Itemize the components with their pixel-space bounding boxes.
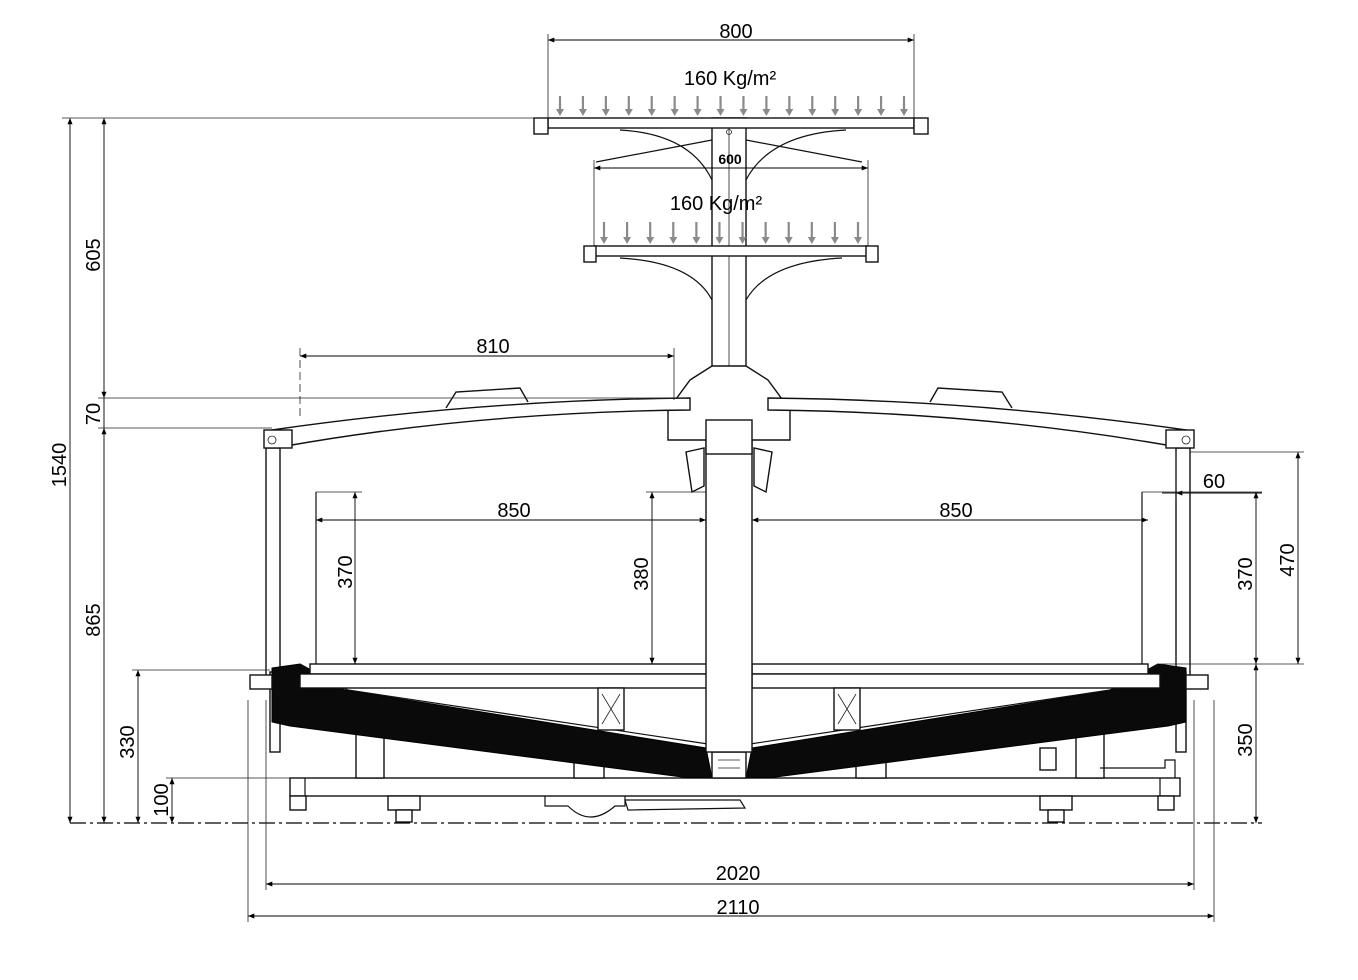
base-frame: [289, 727, 1181, 823]
load-arrow: [646, 222, 655, 244]
load-arrow: [693, 96, 702, 116]
load-arrow: [785, 96, 794, 116]
canopy-lid: [263, 387, 1195, 449]
load-arrow: [692, 222, 701, 244]
dim-inner-width: 2020: [716, 863, 761, 885]
dim-right-well-depth: 370: [1235, 557, 1257, 590]
lower-shelf: [583, 245, 879, 301]
dimension-lines: [62, 34, 1304, 922]
load-arrow: [624, 96, 633, 116]
dim-case-height: 865: [83, 603, 105, 636]
load-arrow: [600, 222, 608, 244]
dim-lower-shelf-width: 600: [718, 151, 742, 167]
load-arrow: [830, 222, 839, 244]
upper-shelf-load-arrows: [556, 96, 908, 116]
load-arrow: [578, 96, 587, 116]
load-arrow: [716, 96, 725, 116]
load-arrow: [900, 96, 908, 116]
dim-right-base-height: 350: [1235, 723, 1257, 756]
dim-left-well-width: 850: [497, 500, 530, 522]
load-arrow: [647, 96, 656, 116]
load-arrow: [669, 222, 678, 244]
upper-shelf-load-label: 160 Kg/m²: [684, 68, 777, 90]
dim-base-height: 330: [117, 725, 139, 758]
load-arrow: [877, 96, 886, 116]
load-arrow: [715, 222, 724, 244]
dim-canopy-rise: 70: [83, 403, 105, 425]
dim-left-well-depth: 370: [335, 555, 357, 588]
load-arrow: [601, 96, 610, 116]
load-arrow: [761, 222, 770, 244]
lower-shelf-load-label: 160 Kg/m²: [670, 193, 763, 215]
dim-foot-height: 100: [151, 783, 173, 816]
dim-right-wall: 60: [1203, 471, 1225, 493]
load-arrow: [808, 96, 817, 116]
dim-right-well-width: 850: [939, 500, 972, 522]
dim-upper-shelf-width: 800: [719, 21, 752, 43]
load-arrow: [854, 222, 862, 244]
load-arrow: [831, 96, 840, 116]
dim-outer-width: 2110: [716, 897, 759, 919]
load-arrow: [670, 96, 679, 116]
dim-total-height: 1540: [49, 443, 71, 488]
load-arrow: [762, 96, 771, 116]
lower-shelf-load-arrows: [600, 222, 862, 244]
load-arrow: [807, 222, 816, 244]
load-arrow: [556, 96, 564, 116]
load-arrow: [623, 222, 632, 244]
load-arrow: [784, 222, 793, 244]
load-arrow: [854, 96, 863, 116]
dim-center-well-depth: 380: [631, 557, 653, 590]
dim-canopy-half-width: 810: [476, 336, 509, 358]
dim-column-height: 605: [83, 238, 105, 271]
load-arrow: [739, 96, 748, 116]
dim-right-outer-depth: 470: [1277, 543, 1299, 576]
load-arrow: [738, 222, 747, 244]
